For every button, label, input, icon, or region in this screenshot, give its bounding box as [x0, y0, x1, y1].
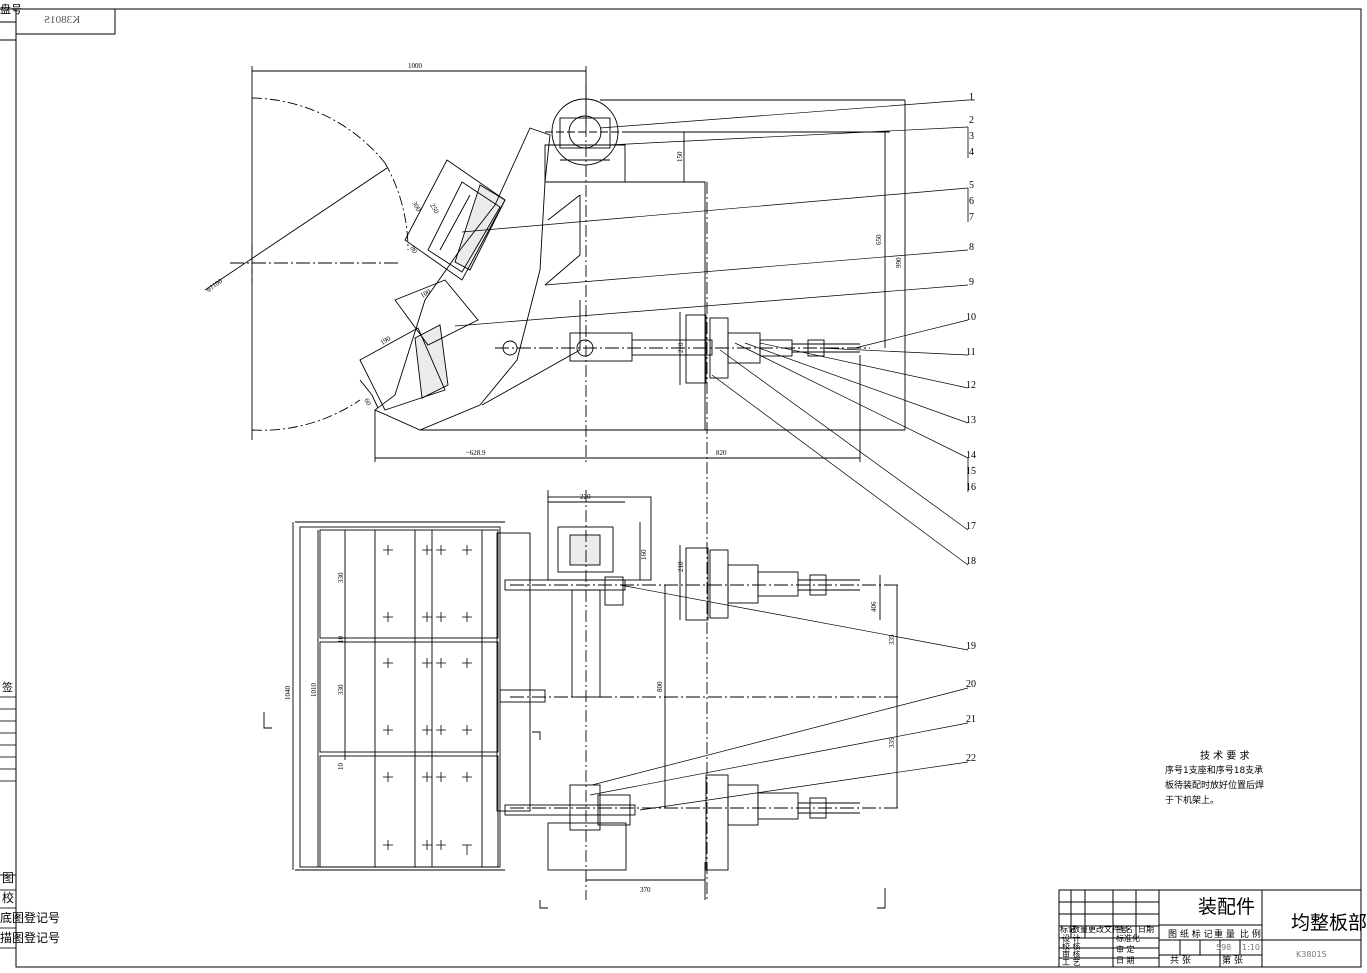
dim-1040: 1040 — [284, 686, 292, 701]
callout-9: 9 — [969, 277, 974, 288]
col-weight: 重 量 — [1214, 930, 1235, 940]
notes-line-2: 板待装配时放好位置后焊 — [1165, 781, 1265, 791]
col-drawing-mark: 图 纸 标 记 — [1168, 930, 1213, 940]
dim-250: 250 — [428, 202, 440, 216]
dim-210b: 210 — [677, 561, 685, 572]
dim-990: 990 — [895, 257, 903, 268]
rev-header-date: 日期 — [1138, 925, 1154, 934]
callout-18: 18 — [966, 556, 976, 567]
dim-800: 800 — [656, 681, 664, 692]
dim-60: 60 — [362, 397, 373, 407]
rev-header-qty: 数量 — [1072, 925, 1088, 934]
callout-1: 1 — [969, 92, 974, 103]
dim-1010: 1010 — [310, 683, 318, 698]
callout-12: 12 — [966, 380, 976, 391]
dim-10b: 10 — [337, 763, 345, 771]
dim-370: 370 — [640, 886, 651, 894]
sign-row-date: 日 期 — [1116, 956, 1135, 965]
rev-header-sign: 签名 — [1117, 925, 1133, 934]
weight-value: 598 — [1216, 943, 1232, 952]
code-box-text: K3801S — [44, 14, 81, 26]
callout-17: 17 — [966, 521, 976, 532]
dim-220: 220 — [580, 493, 591, 501]
drawing-name: 均整板部件 — [1291, 912, 1367, 934]
callout-15: 15 — [966, 466, 976, 477]
callout-22: 22 — [966, 753, 976, 764]
plan-view — [263, 490, 900, 909]
dim-330: 330 — [337, 572, 345, 583]
drawing-code: K3801S — [1296, 950, 1327, 959]
rev-header-doc: 更改文件号 — [1088, 925, 1128, 934]
dim-300: 300 — [410, 200, 422, 214]
callout-4: 4 — [969, 147, 974, 158]
notes-line-3: 于下机架上。 — [1165, 796, 1220, 806]
strip-label-check: 校 — [2, 891, 15, 905]
elevation-view — [204, 66, 906, 900]
dim-820: 820 — [716, 449, 727, 457]
dim-650: 650 — [875, 234, 883, 245]
callout-21: 21 — [966, 714, 976, 725]
dim-406: 406 — [870, 601, 878, 612]
code-box — [15, 8, 116, 35]
strip-label-trace-reg: 描图登记号 — [0, 931, 61, 945]
dim-335a: 335 — [888, 634, 896, 645]
callout-10: 10 — [966, 312, 976, 323]
sign-row-approve: 审 定 — [1116, 945, 1135, 954]
notes-line-1: 序号1支座和序号18支承 — [1165, 766, 1264, 776]
dim-160: 160 — [640, 549, 648, 560]
callout-13: 13 — [966, 415, 976, 426]
callout-7: 7 — [969, 212, 974, 223]
sign-row-review: 审 核 — [1062, 950, 1081, 959]
dim-150: 150 — [676, 151, 684, 162]
sheet-total: 共 张 — [1170, 956, 1191, 966]
callout-2: 2 — [969, 115, 974, 126]
callout-3: 3 — [969, 131, 974, 142]
dim-80: 80 — [408, 245, 419, 255]
callout-16: 16 — [966, 482, 976, 493]
dim-210: 210 — [677, 342, 685, 353]
leader-lines — [454, 99, 975, 811]
sign-row-check: 校 核 — [1062, 942, 1081, 951]
dim-190: 190 — [379, 334, 393, 346]
scale-value: 1:10 — [1242, 943, 1260, 952]
callout-8: 8 — [969, 242, 974, 253]
dim-335b: 335 — [888, 737, 896, 748]
callout-6: 6 — [969, 196, 974, 207]
title-block-frame — [1058, 889, 1362, 968]
dim-10a: 10 — [337, 636, 345, 644]
strip-sign-label: 签 — [2, 681, 13, 694]
sign-row-process: 工 艺 — [1062, 958, 1081, 967]
plate-bolts — [383, 545, 472, 855]
assembly-label: 装配件 — [1198, 896, 1256, 918]
callout-14: 14 — [966, 450, 976, 461]
sheet-number: 第 张 — [1222, 956, 1243, 966]
sign-row-design: 设 计 — [1062, 934, 1081, 943]
sign-row-std: 标准化 — [1116, 934, 1140, 943]
notes-title: 技 术 要 求 — [1200, 751, 1250, 762]
rev-header-mark: 标记 — [1060, 925, 1076, 934]
strip-top-label: 盘号 — [0, 3, 22, 16]
strip-label-draw: 图 — [2, 871, 15, 885]
col-scale: 比 例 — [1240, 930, 1261, 940]
dim-628: ~628.9 — [466, 449, 486, 457]
callout-19: 19 — [966, 641, 976, 652]
callout-11: 11 — [966, 347, 976, 358]
callout-5: 5 — [969, 180, 974, 191]
strip-label-base-reg: 底图登记号 — [0, 911, 61, 925]
dim-1000: 1000 — [408, 62, 423, 70]
dim-330b: 330 — [337, 684, 345, 695]
callout-20: 20 — [966, 679, 976, 690]
sheet-border — [15, 8, 1362, 968]
